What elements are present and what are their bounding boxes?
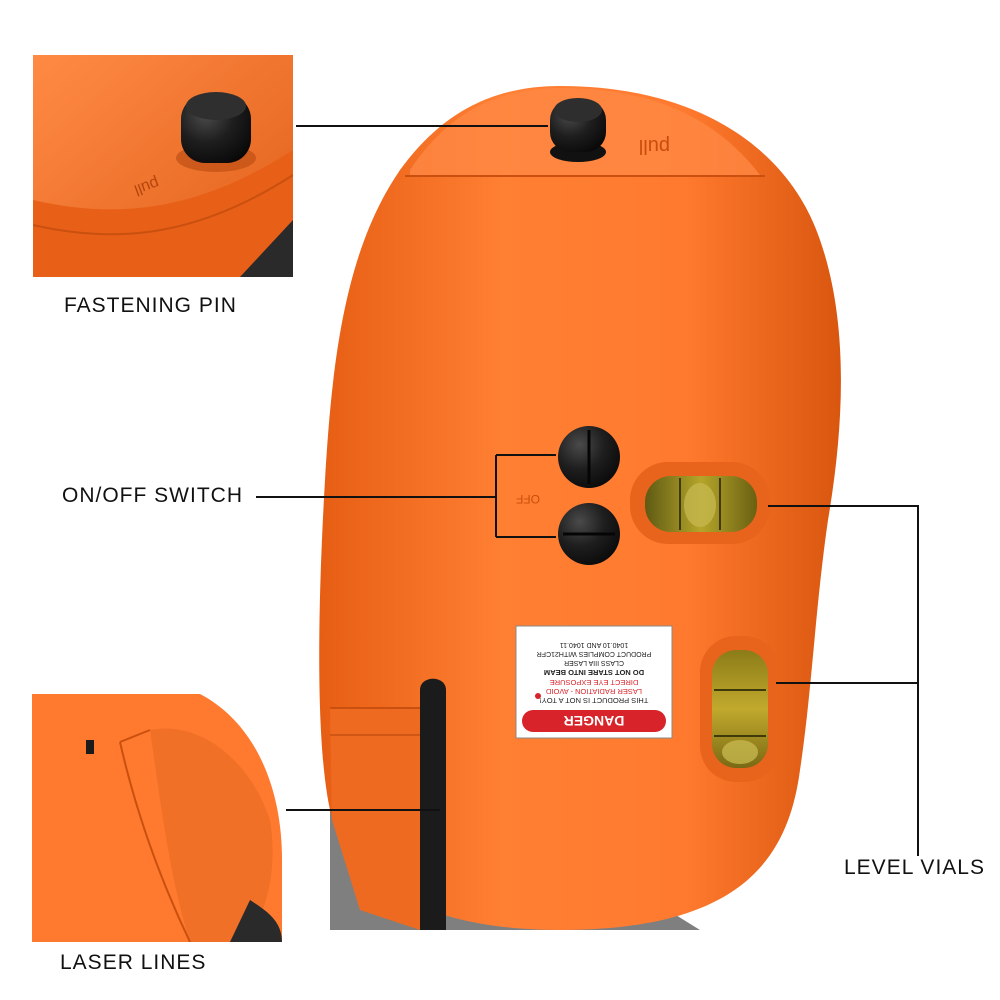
label-line-3: DIRECT EYE EXPOSURE: [550, 678, 639, 687]
label-line-2: LASER RADIATION - AVOID: [545, 687, 642, 696]
fastening-pin-knob[interactable]: [550, 98, 606, 162]
laser-slot: [420, 678, 446, 930]
label-line-5: CLASS IIIA LASER: [564, 659, 624, 666]
danger-warning-label: DANGER THIS PRODUCT IS NOT A TOY! LASER …: [515, 625, 673, 739]
on-off-switch-top[interactable]: [558, 426, 620, 488]
on-off-switch-bottom[interactable]: [558, 503, 620, 565]
level-vials-label: LEVEL VIALS: [844, 856, 985, 879]
laser-window-notch: [330, 708, 420, 930]
pull-text: pull: [639, 135, 670, 157]
laser-lines-label: LASER LINES: [60, 951, 207, 974]
leader-lines: [256, 125, 919, 856]
fastening-pin-label: FASTENING PIN: [64, 294, 237, 317]
label-line-1: THIS PRODUCT IS NOT A TOY!: [540, 696, 649, 705]
inset-laser-lines: [32, 694, 282, 942]
label-line-6: PRODUCT COMPLIES WITH21CFR: [537, 650, 652, 657]
level-vial-vertical: [700, 636, 780, 782]
laser-burst-icon: [535, 693, 541, 699]
level-vial-horizontal: [630, 462, 770, 544]
leader-level-vials: [768, 505, 919, 856]
inset-fastening-pin: pull: [33, 55, 293, 277]
label-line-4: DO NOT STARE INTO BEAM: [544, 668, 644, 677]
danger-banner-text: DANGER: [564, 713, 625, 729]
label-line-7: 1040.10 AND 1040.11: [560, 641, 628, 648]
leader-on-off-switch: [256, 454, 556, 538]
off-text: OFF: [516, 492, 540, 506]
on-off-switch-label: ON/OFF SWITCH: [62, 484, 243, 507]
